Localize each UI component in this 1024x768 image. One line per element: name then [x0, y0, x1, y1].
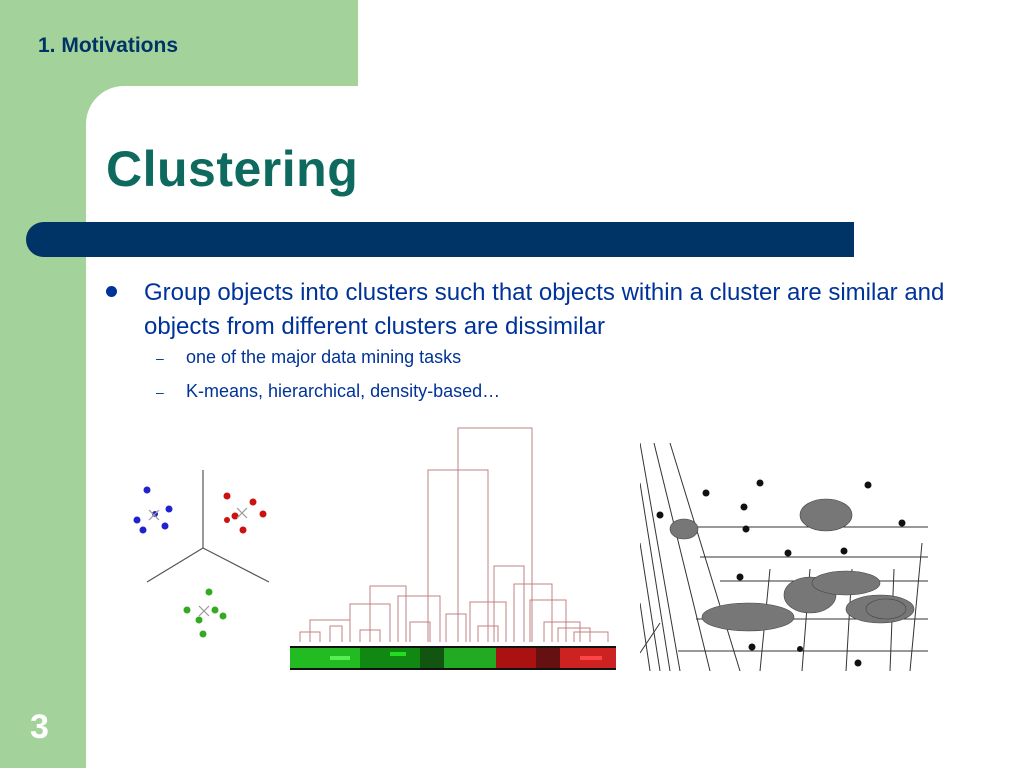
main-bullet: Group objects into clusters such that ob…	[106, 276, 956, 344]
title-underline-bar	[26, 222, 854, 257]
kmeans-scatter-image	[133, 470, 270, 638]
sub-bullet-2: – K-means, hierarchical, density-based…	[156, 381, 500, 402]
section-label: 1. Motivations	[38, 34, 179, 57]
density-clusters-image	[640, 443, 930, 671]
left-green-band	[0, 0, 86, 768]
sub-bullet-text: K-means, hierarchical, density-based…	[186, 381, 501, 401]
slide-title: Clustering	[106, 141, 359, 197]
dash-icon: –	[156, 350, 164, 366]
top-white-area	[358, 0, 1024, 86]
sub-bullet-1: – one of the major data mining tasks	[156, 347, 461, 368]
bullet-dot-icon	[106, 286, 117, 297]
dendrogram-heatmap-image	[290, 427, 616, 670]
dash-icon: –	[156, 384, 164, 400]
top-green-band	[0, 0, 358, 86]
bullet-text: Group objects into clusters such that ob…	[144, 279, 945, 340]
page-number: 3	[30, 708, 49, 746]
sub-bullet-text: one of the major data mining tasks	[186, 347, 462, 367]
